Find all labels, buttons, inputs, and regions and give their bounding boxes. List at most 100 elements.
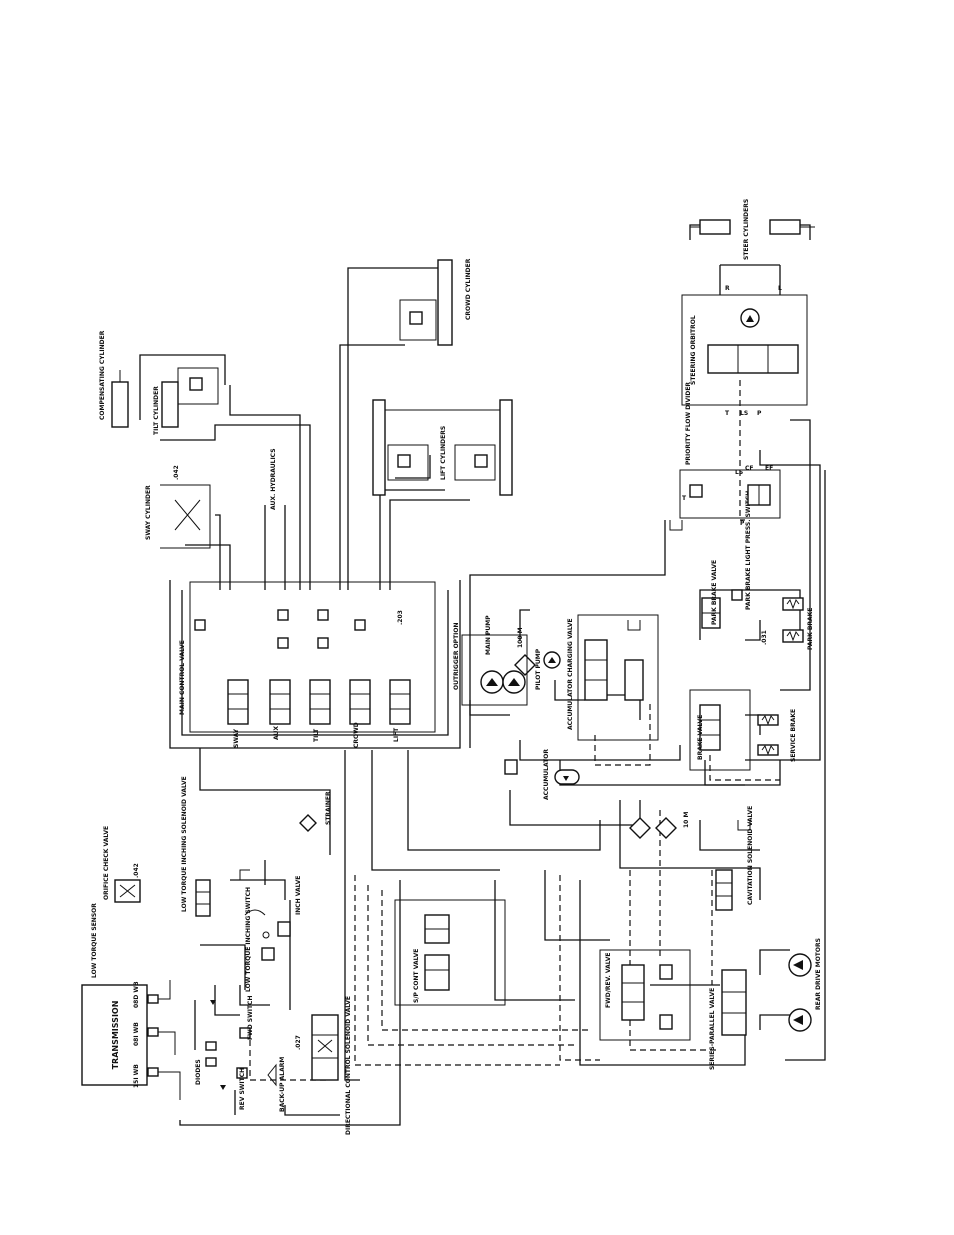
pilot-pump: PILOT PUMP: [535, 648, 561, 690]
hydraulic-lines: [139, 224, 826, 1126]
tilt-cylinder: TILT CYLINDER: [153, 367, 219, 435]
filter-100-label: 100 M: [517, 627, 524, 648]
park-brake: PARK BRAKE .031: [761, 597, 814, 650]
fwd-rev-valve: FWD/REV. VALVE: [599, 949, 691, 1041]
transmission: TRANSMISSION LOW TORQUE SENSOR 08D WB 08…: [81, 903, 181, 1100]
steering-orbitrol-label: STEERING ORBITROL: [690, 315, 697, 385]
directional-control-solenoid-valve: .027 DIRECTIONAL CONTROL SOLENOID VALVE: [295, 996, 352, 1135]
section-lift-label: LIFT: [393, 727, 400, 742]
cavitation-solenoid-valve-label: CAVITATION SOLENOID VALVE: [747, 806, 754, 905]
crowd-cylinder: CROWD CYLINDER: [399, 258, 472, 346]
switch-group: FWD SWITCH REV SWITCH DIODES BACK-UP ALA…: [195, 996, 286, 1112]
port-p2-label: P: [757, 410, 762, 417]
strainer: STRAINER: [299, 791, 332, 832]
crowd-cylinder-label: CROWD CYLINDER: [465, 258, 472, 320]
port-l-label: L: [778, 285, 782, 292]
directional-control-solenoid-valve-label: DIRECTIONAL CONTROL SOLENOID VALVE: [345, 996, 352, 1135]
accumulator: ACCUMULATOR: [504, 749, 580, 800]
low-torque-inching-solenoid-valve-label: LOW TORQUE INCHING SOLENOID VALVE: [181, 776, 188, 912]
section-crowd-label: CROWD: [353, 722, 360, 748]
wire-08i-label: 08I WB: [133, 1022, 140, 1046]
rear-drive-motors: REAR DRIVE MOTORS: [788, 938, 822, 1032]
aux-hydraulics-label: AUX. HYDRAULICS: [270, 448, 277, 510]
park-brake-light-press-switch: PARK BRAKE LIGHT PRESS. SWITCH: [731, 491, 752, 610]
diodes-label: DIODES: [195, 1059, 202, 1085]
orifice-042b-label: .042: [173, 465, 180, 480]
section-sway-label: SWAY: [233, 728, 240, 748]
fwd-rev-valve-label: FWD/REV. VALVE: [605, 953, 612, 1008]
inch-valve: INCH VALVE: [244, 876, 302, 939]
main-pump: MAIN PUMP: [461, 615, 528, 706]
inch-valve-label: INCH VALVE: [295, 876, 302, 915]
transmission-label: TRANSMISSION: [111, 1001, 120, 1070]
steer-cylinders: STEER CYLINDERS: [690, 199, 815, 260]
filters: 10 M 100 M: [514, 627, 690, 839]
tilt-cylinder-label: TILT CYLINDER: [153, 386, 160, 435]
pilot-lines: [249, 380, 780, 1081]
compensating-cylinder: COMPENSATING CYLINDER: [99, 330, 129, 428]
back-up-alarm-label: BACK-UP ALARM: [279, 1057, 286, 1112]
series-parallel-valve-label: SERIES-PARALLEL VALVE: [709, 988, 716, 1070]
sway-cylinder-label: SWAY CYLINDER: [145, 485, 152, 540]
park-brake-light-press-switch-label: PARK BRAKE LIGHT PRESS. SWITCH: [745, 491, 752, 610]
orifice-042-label: .042: [133, 863, 140, 878]
fwd-switch-label: FWD SWITCH: [247, 996, 254, 1040]
accumulator-label: ACCUMULATOR: [543, 749, 550, 800]
service-brake-label: SERVICE BRAKE: [790, 709, 797, 762]
wire-15i-label: 15I WB: [133, 1064, 140, 1088]
filter-10-label: 10 M: [683, 812, 690, 828]
port-cf-label: CF: [745, 465, 754, 472]
sway-cylinder: SWAY CYLINDER .042: [145, 465, 211, 549]
series-parallel-valve: SERIES-PARALLEL VALVE: [709, 969, 747, 1070]
main-pump-label: MAIN PUMP: [485, 615, 492, 655]
orifice-203-label: .203: [397, 610, 404, 625]
main-control-valve-label: MAIN CONTROL VALVE: [179, 640, 186, 715]
brake-valve: BRAKE VALVE: [689, 689, 751, 771]
outrigger-option-label: OUTRIGGER OPTION: [453, 622, 460, 690]
orifice-check-valve: ORIFICE CHECK VALVE .042: [103, 826, 141, 903]
brake-valve-label: BRAKE VALVE: [697, 715, 704, 760]
sp-cont-valve-label: S/P CONT VALVE: [413, 949, 420, 1003]
orifice-031-label: .031: [761, 630, 768, 645]
cavitation-solenoid-valve: CAVITATION SOLENOID VALVE: [715, 806, 754, 911]
accumulator-charging-valve-label: ACCUMULATOR CHARGING VALVE: [567, 618, 574, 730]
port-ls-label: LS: [735, 469, 743, 476]
priority-flow-divider-label: PRIORITY FLOW DIVIDER: [685, 382, 692, 465]
tank-symbols: [239, 520, 751, 880]
section-aux-label: AUX: [273, 726, 280, 740]
service-brake: SERVICE BRAKE: [757, 709, 797, 762]
compensating-cylinder-label: COMPENSATING CYLINDER: [99, 330, 106, 420]
rev-switch-label: REV SWITCH: [239, 1068, 246, 1110]
port-r-label: R: [725, 285, 730, 292]
park-brake-valve-label: PARK BRAKE VALVE: [711, 560, 718, 625]
lift-cylinders: LIFT CYLINDERS: [372, 399, 513, 496]
strainer-label: STRAINER: [325, 791, 332, 825]
low-torque-inching-switch: LOW TORQUE INCHING SWITCH: [245, 887, 275, 992]
port-ls2-label: LS: [740, 410, 748, 417]
rear-drive-motors-label: REAR DRIVE MOTORS: [815, 938, 822, 1010]
park-brake-valve: PARK BRAKE VALVE: [701, 560, 721, 629]
transmission-box: [81, 984, 148, 1086]
orifice-027-label: .027: [295, 1035, 302, 1050]
port-t2-label: T: [725, 410, 730, 417]
accumulator-charging-valve: ACCUMULATOR CHARGING VALVE: [567, 614, 659, 741]
park-brake-label: PARK BRAKE: [807, 608, 814, 650]
orifice-check-valve-label: ORIFICE CHECK VALVE: [103, 826, 110, 900]
low-torque-inching-switch-label: LOW TORQUE INCHING SWITCH: [245, 887, 252, 992]
steering-orbitrol: STEERING ORBITROL T LS P R L: [681, 285, 808, 417]
wire-08d-label: 08D WB: [133, 981, 140, 1008]
port-p-label: P: [740, 520, 745, 527]
lift-cylinders-label: LIFT CYLINDERS: [440, 426, 447, 480]
main-control-valve: MAIN CONTROL VALVE OUTRIGGER OPTION SWAY…: [179, 581, 460, 748]
low-torque-sensor-label: LOW TORQUE SENSOR: [91, 903, 98, 978]
aux-hydraulics: AUX. HYDRAULICS: [270, 448, 277, 510]
section-tilt-label: TILT: [313, 728, 320, 742]
priority-flow-divider: PRIORITY FLOW DIVIDER LS P T CF EF: [679, 382, 781, 527]
sp-cont-valve: S/P CONT VALVE: [394, 899, 506, 1006]
low-torque-inching-solenoid-valve: LOW TORQUE INCHING SOLENOID VALVE: [181, 776, 211, 917]
pilot-pump-label: PILOT PUMP: [535, 648, 542, 690]
steer-cylinders-label: STEER CYLINDERS: [743, 199, 750, 260]
port-t-label: T: [682, 495, 687, 502]
port-ef-label: EF: [765, 465, 773, 472]
